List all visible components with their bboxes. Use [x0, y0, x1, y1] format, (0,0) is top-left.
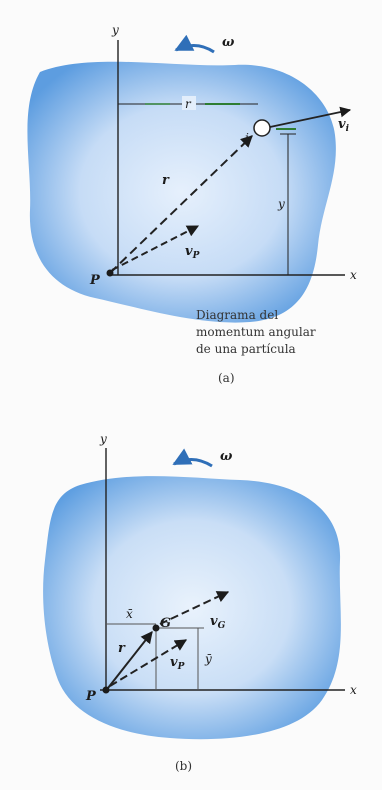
figure-a: y x ω r i vi y r vP P [27, 23, 357, 385]
omega-arrow-a [174, 34, 215, 54]
caption-tag-b: (b) [175, 759, 192, 773]
center-of-mass-point [152, 624, 160, 632]
particle-circle [253, 119, 271, 137]
figure-b: y x ω x̄ ȳ G r vG vP P (b) [43, 432, 357, 773]
velocity-label-particle: vi [338, 117, 350, 134]
xbar-label: x̄ [126, 607, 133, 621]
y-dimension-label: y [277, 197, 285, 211]
velocity-arrow-particle [269, 106, 352, 128]
caption-line-1: Diagrama del [196, 308, 278, 322]
x-axis-label-b: x [350, 683, 357, 697]
velocity-label-p-b: vP [170, 655, 185, 672]
velocity-label-p-a: vP [185, 244, 200, 261]
omega-label-a: ω [222, 35, 235, 50]
r-dimension-label: r [185, 97, 192, 111]
caption-line-2: momentum angular [196, 325, 316, 339]
rigid-body-blob-b [43, 476, 341, 740]
omega-label-b: ω [220, 449, 233, 464]
position-vector-b [107, 631, 153, 689]
y-axis-label-a: y [111, 23, 119, 37]
velocity-label-g: vG [210, 614, 226, 631]
rigid-body-blob-a [27, 61, 336, 323]
velocity-arrow-p-b [109, 639, 188, 687]
velocity-arrow-p-a [111, 225, 200, 271]
origin-point-a [106, 269, 114, 277]
omega-arrow-b [172, 448, 213, 468]
caption-line-3: de una partícula [196, 342, 296, 356]
caption-tag-a: (a) [218, 371, 235, 385]
origin-label-b: P [85, 689, 97, 704]
position-vector-label-b: r [118, 641, 126, 656]
y-axis-label-b: y [99, 432, 107, 446]
position-vector-a [109, 135, 253, 274]
ybar-label: ȳ [204, 652, 212, 666]
origin-point-b [102, 686, 110, 694]
center-of-mass-label: G [160, 616, 171, 631]
origin-label-a: P [89, 273, 101, 288]
velocity-arrow-g [159, 591, 230, 625]
x-axis-label-a: x [350, 268, 357, 282]
position-vector-label-a: r [162, 173, 170, 188]
